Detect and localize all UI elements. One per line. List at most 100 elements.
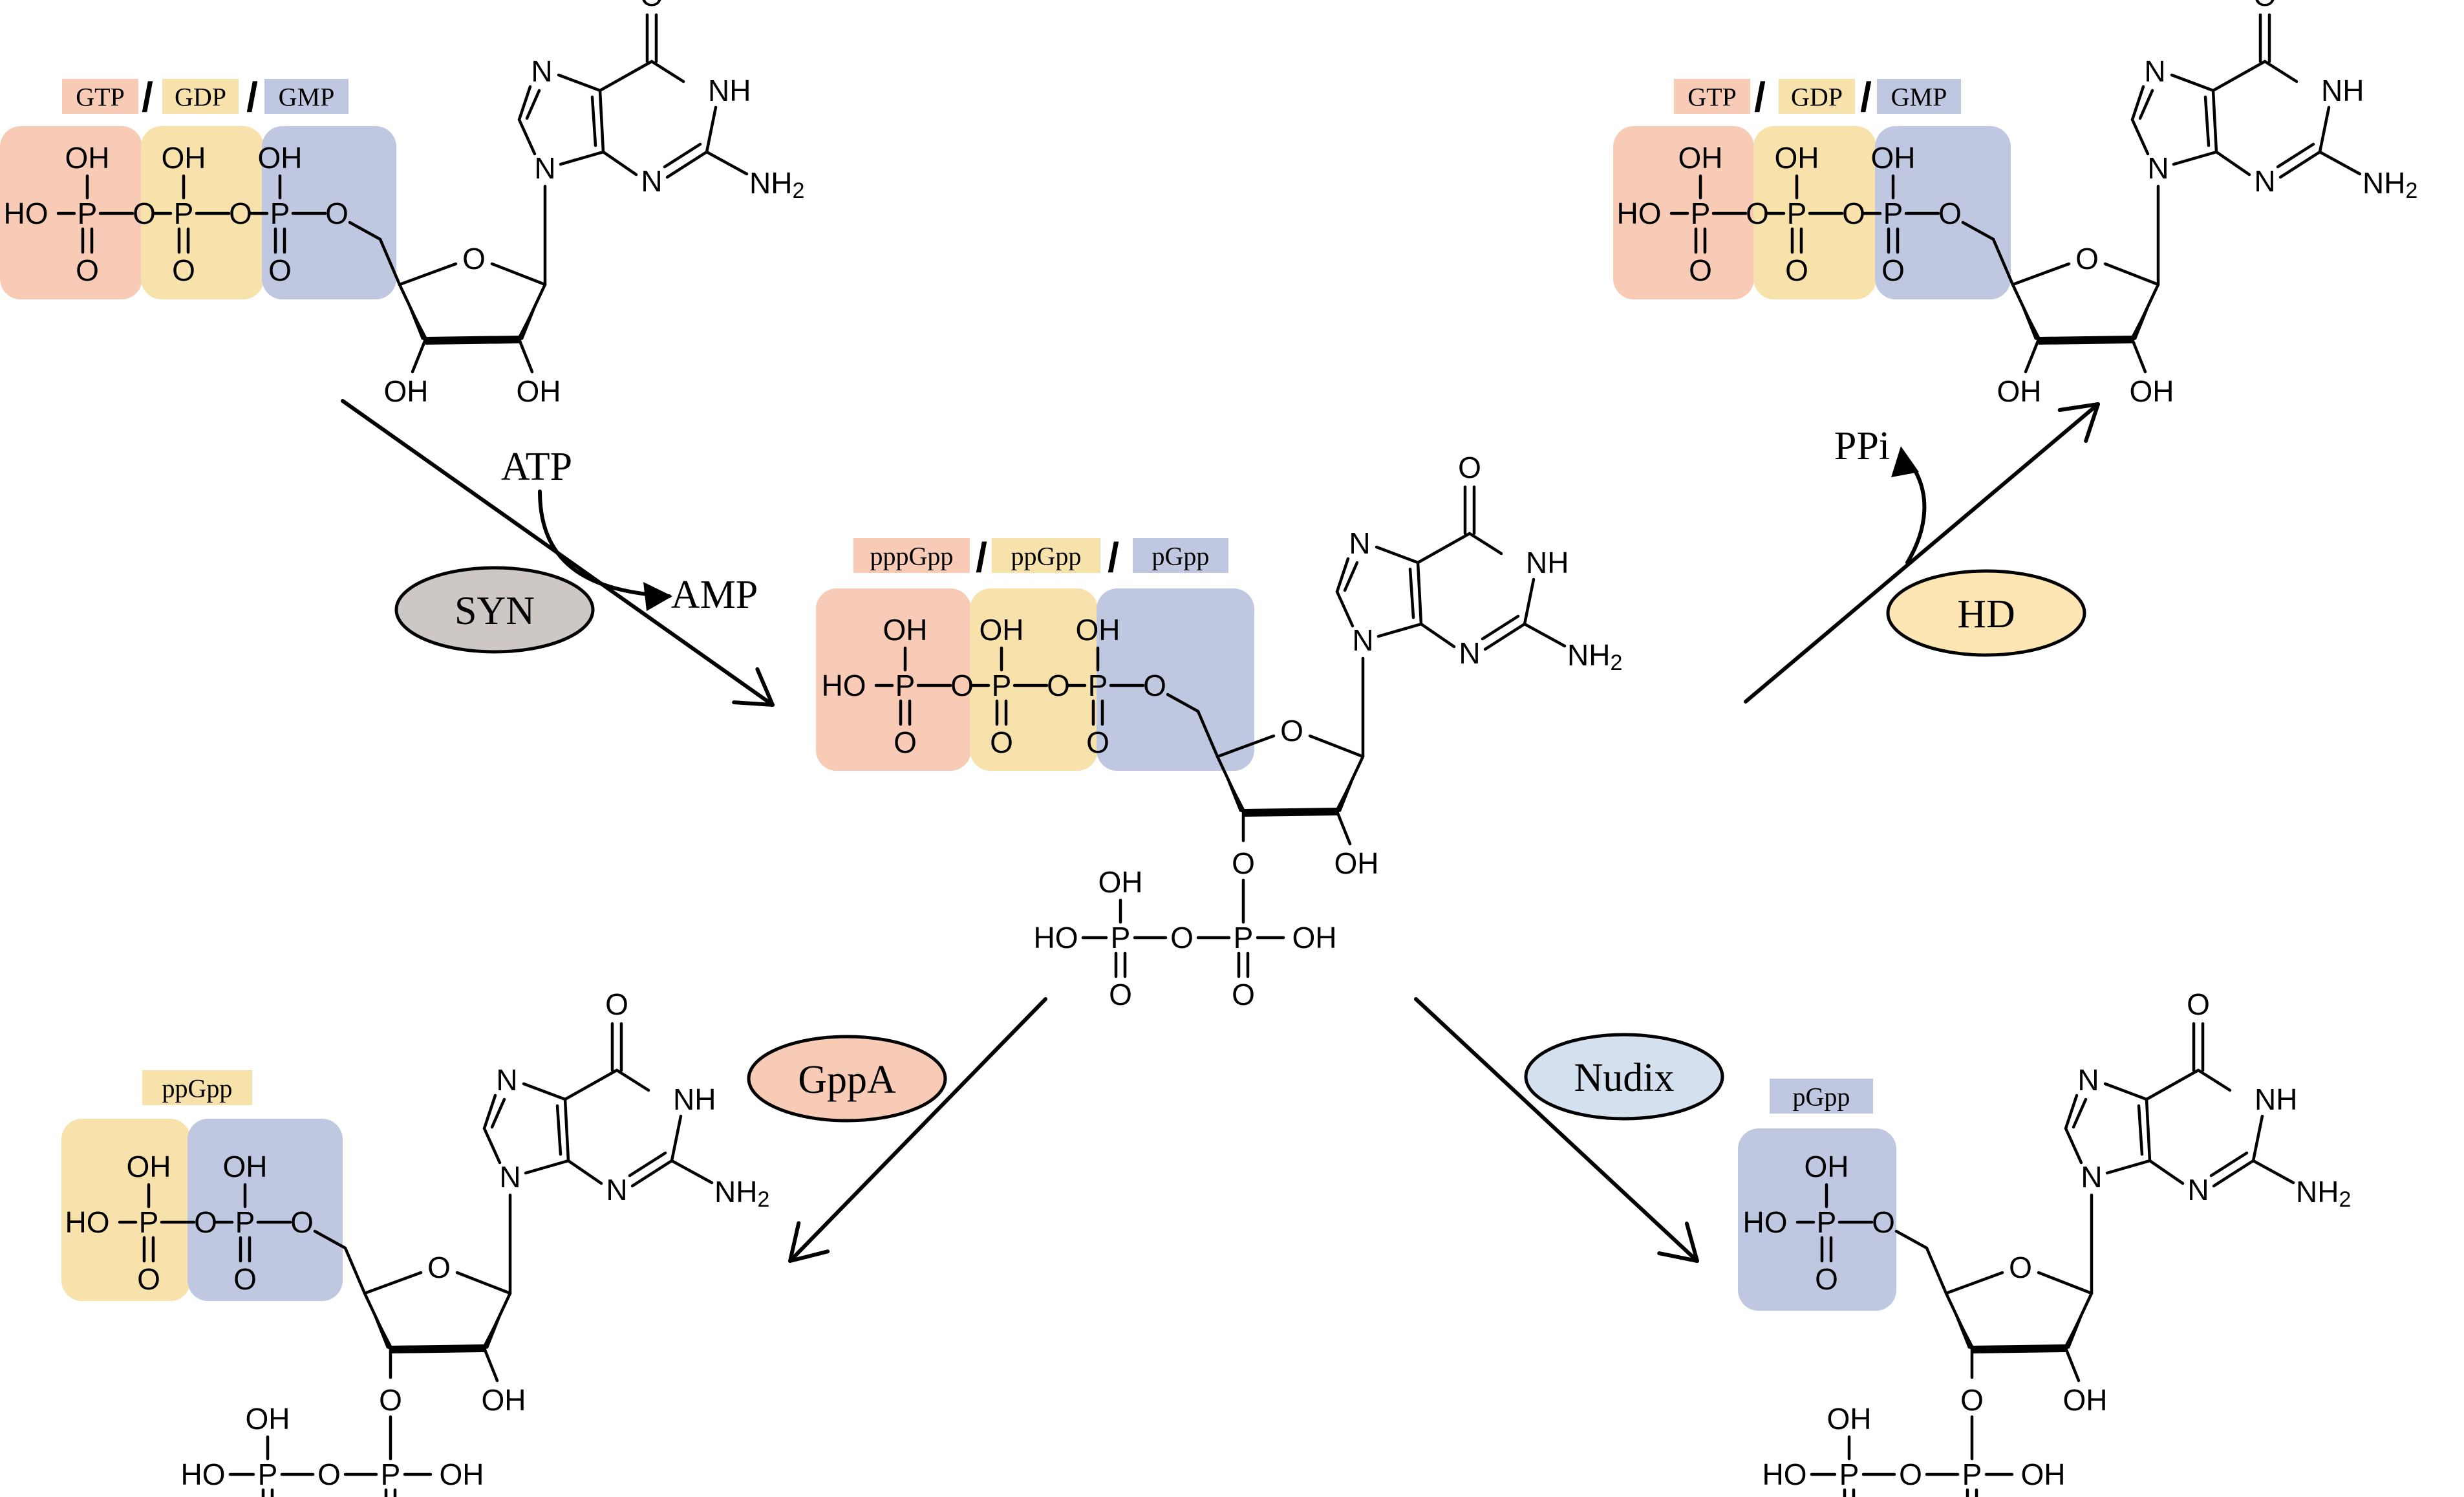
amino-subscript-text: 2 [2405,178,2417,203]
amino-subscript-text: 2 [2339,1187,2351,1212]
n3-atom: N [641,164,662,198]
hydroxyl-label: OH [1076,613,1120,647]
bond-line [1166,693,1200,713]
bond-line [1335,810,1352,846]
ppgpp-5-phosphate-highlight [61,1119,191,1301]
ring-oxygen-label: O [2009,1251,2032,1284]
bond-line [2138,89,2154,120]
hydroxyl-label: OH [1871,141,1916,175]
guanosine-moiety: OOHOHNNNHNONH2 [348,0,804,408]
phosphorus-atom: P [235,1205,255,1239]
bond-line [2214,150,2251,177]
amino-group-label: NH2 [714,1175,769,1212]
bond-line [2148,1159,2185,1185]
hydroxyl-label: OH [1827,1402,1872,1436]
bond-line [2145,1097,2152,1163]
bond-line [2276,142,2315,169]
hydroxyl-label: OH [2021,1458,2066,1491]
bond-line [665,150,709,179]
pgpp-label: pGpp [1770,1079,1873,1114]
ribose-bold-edge [1243,808,1337,817]
bond-line [2172,150,2218,166]
gmp-label-text: GMP [1891,83,1947,112]
bond-line [2037,1271,2094,1295]
nudix-enzyme: Nudix [1524,1033,1724,1121]
bridging-oxygen-label: O [133,197,156,230]
bond-line [663,142,702,169]
hd-enzyme-ellipse [1886,569,2086,657]
bridging-oxygen-label: O [1872,1205,1895,1239]
n1-hydrogen-atom: NH [1526,546,1569,579]
bond-line [343,1246,367,1295]
n3-atom: N [2187,1173,2209,1207]
bond-line [2103,1082,2148,1101]
phosphorus-atom: P [381,1458,401,1491]
nudix-arrow [1414,997,1699,1263]
ppi-curve [1905,457,1927,565]
separator-slash: / [1754,74,1766,120]
amp-arrowhead [643,582,672,611]
bond-line [650,59,685,83]
gppa-enzyme: GppA [747,1035,947,1123]
bond-line [2064,1346,2081,1383]
n9-atom: N [2081,1160,2102,1194]
bond-line [378,237,402,286]
ribose-3-oxygen-label: O [379,1383,402,1417]
hydrolysis-arrow [1744,402,2100,704]
separator-slash: / [1860,74,1872,120]
ribose-3-hydroxyl-label: OH [384,374,429,408]
phosphorus-atom: P [1787,197,1807,230]
product-gtp-gdp-gmp: GTP/GDP/GMPHOPOHOOPOHOOPOHOOOOHOHNNNHNON… [1613,0,2417,408]
ribose-2-hydroxyl-label: OH [2063,1383,2108,1417]
terminal-hydroxyl-label: HO [1743,1205,1788,1239]
amino-group-label: NH2 [749,166,804,203]
product-pgpp: pGppHOPOHOOOOHOPOOHOPOHOHONNNHNONH2 [1738,987,2351,1497]
ribose-2-hydroxyl-label: OH [2130,374,2174,408]
atp-label: ATP [501,445,572,489]
phosphorus-atom: P [1088,669,1108,702]
phosphorus-atom: P [1234,921,1254,954]
ribose-wedge-right [480,1293,510,1351]
bond-line [398,262,458,286]
phosphorus-atom: P [1817,1205,1837,1239]
ring-oxygen-label: O [427,1251,451,1284]
hydroxyl-label: OH [1805,1150,1849,1183]
bond-line [557,73,602,92]
oxo-oxygen-label: O [1881,253,1905,287]
bond-line [2011,262,2071,286]
bond-line [1925,1246,1948,1295]
bond-line [2209,1151,2249,1178]
carbonyl-oxygen-label: O [2253,0,2277,12]
bond-line [563,1068,619,1101]
bond-line [1335,590,1355,628]
ring-oxygen-label: O [1280,714,1303,748]
bond-line [1375,545,1420,565]
pppgpp-phosphate-highlight [816,588,971,771]
oxo-oxygen-label: O [894,726,917,759]
amino-group-label: NH2 [2362,166,2417,203]
n3-atom: N [2254,164,2275,198]
bond-line [630,1159,674,1188]
bond-line [517,338,534,374]
n7-atom: N [531,54,552,88]
bond-line [2318,150,2362,176]
ribose-wedge-left [365,1293,394,1351]
ppgpp-label-text: ppGpp [1011,542,1082,571]
gtp-label: GTP [1674,79,1750,114]
bond-line [1216,734,1276,759]
bond-line [1523,577,1536,626]
amp-label: AMP [671,573,758,617]
oxo-oxygen-label: O [76,253,99,287]
ribose-2-hydroxyl-label: OH [1334,846,1379,880]
phosphorus-atom: P [258,1458,278,1491]
nudix-arrow-shaft [1414,997,1699,1263]
n1-hydrogen-atom: NH [2255,1082,2297,1116]
